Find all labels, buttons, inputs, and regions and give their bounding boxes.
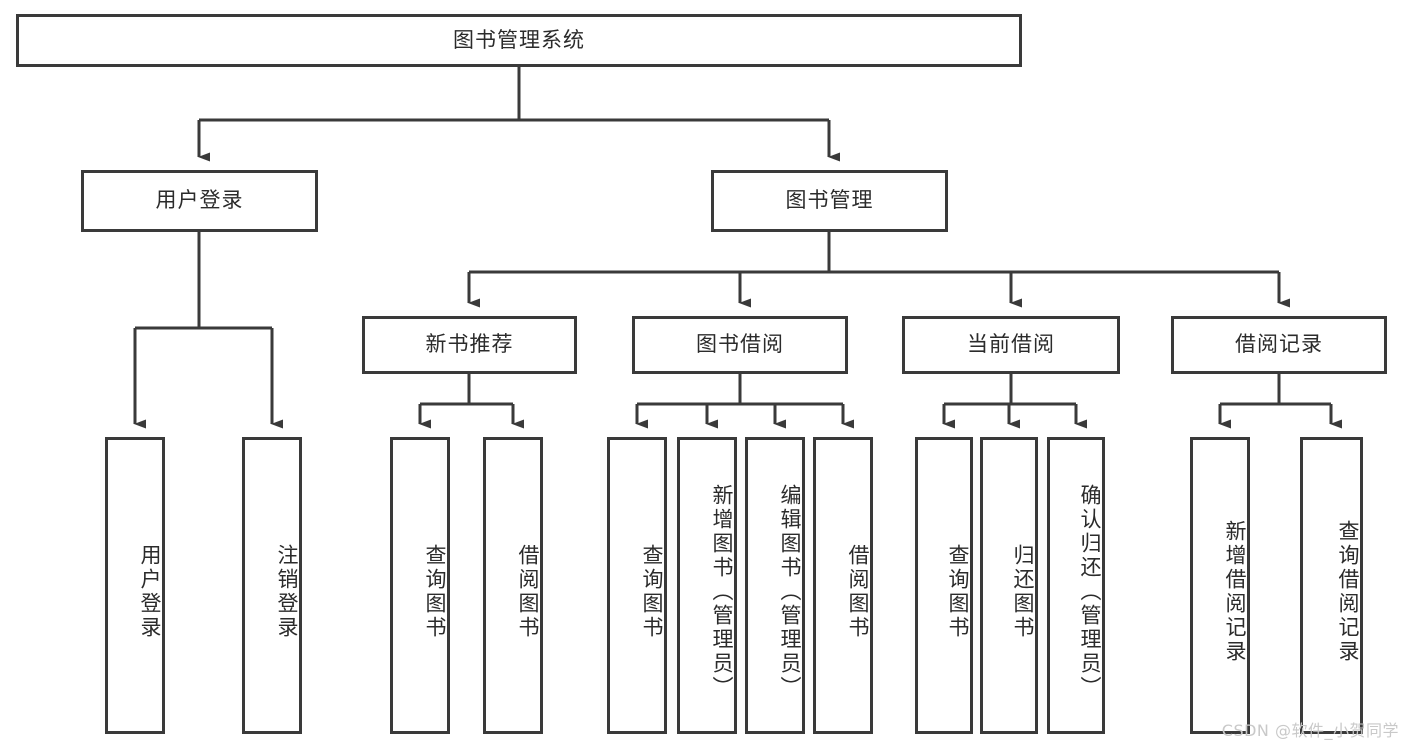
node-label: 借阅记录	[1235, 332, 1323, 357]
node-label: 用户登录	[155, 188, 244, 213]
node-leaf-3[interactable]: 借阅图书	[483, 437, 543, 734]
node-label: 确认归还（管理员）	[1078, 483, 1102, 700]
node-leaf-1[interactable]: 注销登录	[242, 437, 302, 734]
node-label: 注销登录	[275, 543, 299, 640]
node-label: 借阅图书	[516, 543, 540, 640]
node-leaf-5[interactable]: 新增图书（管理员）	[677, 437, 737, 734]
node-level3-1[interactable]: 图书借阅	[632, 316, 848, 374]
node-leaf-8[interactable]: 查询图书	[915, 437, 973, 734]
node-leaf-4[interactable]: 查询图书	[607, 437, 667, 734]
node-label: 编辑图书（管理员）	[778, 483, 802, 700]
node-label: 图书管理系统	[453, 27, 585, 52]
watermark-text: CSDN @软件_小贺同学	[1221, 721, 1399, 740]
node-leaf-11[interactable]: 新增借阅记录	[1190, 437, 1250, 734]
node-level3-3[interactable]: 借阅记录	[1171, 316, 1387, 374]
node-label: 用户登录	[138, 543, 162, 640]
node-label: 新增借阅记录	[1223, 519, 1247, 664]
node-label: 新增图书（管理员）	[710, 483, 734, 700]
node-root-图书管理系统[interactable]: 图书管理系统	[16, 14, 1022, 67]
node-label: 归还图书	[1011, 543, 1035, 640]
node-label: 借阅图书	[846, 543, 870, 640]
node-leaf-6[interactable]: 编辑图书（管理员）	[745, 437, 805, 734]
node-leaf-10[interactable]: 确认归还（管理员）	[1047, 437, 1105, 734]
node-level2-1[interactable]: 图书管理	[711, 170, 948, 232]
node-label: 查询图书	[946, 543, 970, 640]
node-leaf-0[interactable]: 用户登录	[105, 437, 165, 734]
node-leaf-9[interactable]: 归还图书	[980, 437, 1038, 734]
node-label: 图书管理	[785, 188, 874, 213]
node-leaf-7[interactable]: 借阅图书	[813, 437, 873, 734]
node-label: 当前借阅	[967, 332, 1055, 357]
node-label: 查询图书	[640, 543, 664, 640]
node-label: 新书推荐	[425, 332, 514, 357]
node-level3-0[interactable]: 新书推荐	[362, 316, 577, 374]
node-level2-0[interactable]: 用户登录	[81, 170, 318, 232]
node-label: 图书借阅	[696, 332, 784, 357]
node-label: 查询图书	[423, 543, 447, 640]
node-level3-2[interactable]: 当前借阅	[902, 316, 1120, 374]
node-label: 查询借阅记录	[1336, 519, 1360, 664]
node-leaf-12[interactable]: 查询借阅记录	[1300, 437, 1363, 734]
node-leaf-2[interactable]: 查询图书	[390, 437, 450, 734]
